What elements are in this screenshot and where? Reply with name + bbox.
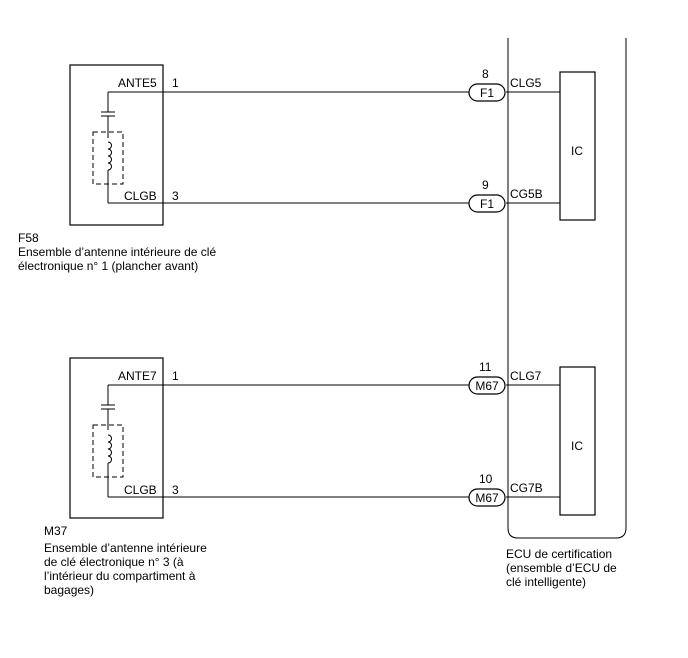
ecu-name-line1: ECU de certification	[506, 547, 612, 561]
antenna-m37-name-line2: de clé électronique n° 3 (à	[44, 555, 184, 569]
antenna-f58-name-line1: Ensemble d’antenne intérieure de clé	[18, 245, 216, 259]
signal-cg5b: CG5B	[510, 187, 543, 201]
ic-block-upper	[559, 71, 596, 221]
antenna-f58-bottom-signal: CLGB	[124, 189, 157, 203]
antenna-m37-coil-icon	[92, 384, 163, 498]
connector-f1-pin8: F1	[468, 83, 506, 102]
signal-clg5: CLG5	[510, 76, 542, 90]
antenna-f58-pin-bottom: 3	[172, 189, 179, 203]
antenna-m37-top-signal: ANTE7	[118, 369, 157, 383]
ecu-name-line3: clé intelligente)	[506, 575, 586, 589]
pin-number-11: 11	[479, 360, 492, 374]
antenna-m37-name-line4: bagages)	[44, 583, 94, 597]
antenna-f58-pin-top: 1	[172, 76, 179, 90]
antenna-f58-coil-icon	[92, 91, 163, 204]
signal-cg7b: CG7B	[510, 481, 543, 495]
ecu-outline	[507, 38, 627, 539]
connector-f1-pin8-label: F1	[480, 86, 494, 100]
pin-number-8: 8	[482, 67, 489, 81]
antenna-m37-code: M37	[44, 524, 68, 538]
antenna-m37-name-line3: l’intérieur du compartiment à	[44, 569, 196, 583]
ic-lower-label: IC	[571, 439, 583, 453]
connector-f1-pin9-label: F1	[480, 197, 494, 211]
antenna-m37-name-line1: Ensemble d’antenne intérieure	[44, 541, 207, 555]
pin-number-9: 9	[482, 178, 489, 192]
ic-upper-label: IC	[571, 144, 583, 158]
pin-number-10: 10	[479, 472, 493, 486]
antenna-m37-pin-top: 1	[172, 369, 179, 383]
antenna-f58-code: F58	[18, 231, 39, 245]
connector-m67-pin11-label: M67	[475, 379, 499, 393]
antenna-f58-top-signal: ANTE5	[118, 76, 157, 90]
antenna-m37-pin-bottom: 3	[172, 483, 179, 497]
connector-m67-pin11: M67	[468, 376, 506, 395]
antenna-m37-bottom-signal: CLGB	[124, 483, 157, 497]
antenna-f58-name-line2: électronique n° 1 (plancher avant)	[18, 259, 198, 273]
ic-block-lower	[559, 366, 596, 516]
signal-clg7: CLG7	[510, 369, 542, 383]
ecu-name-line2: (ensemble d’ECU de	[506, 561, 617, 575]
connector-m67-pin10-label: M67	[475, 491, 499, 505]
connector-m67-pin10: M67	[468, 488, 506, 507]
connector-f1-pin9: F1	[468, 194, 506, 213]
